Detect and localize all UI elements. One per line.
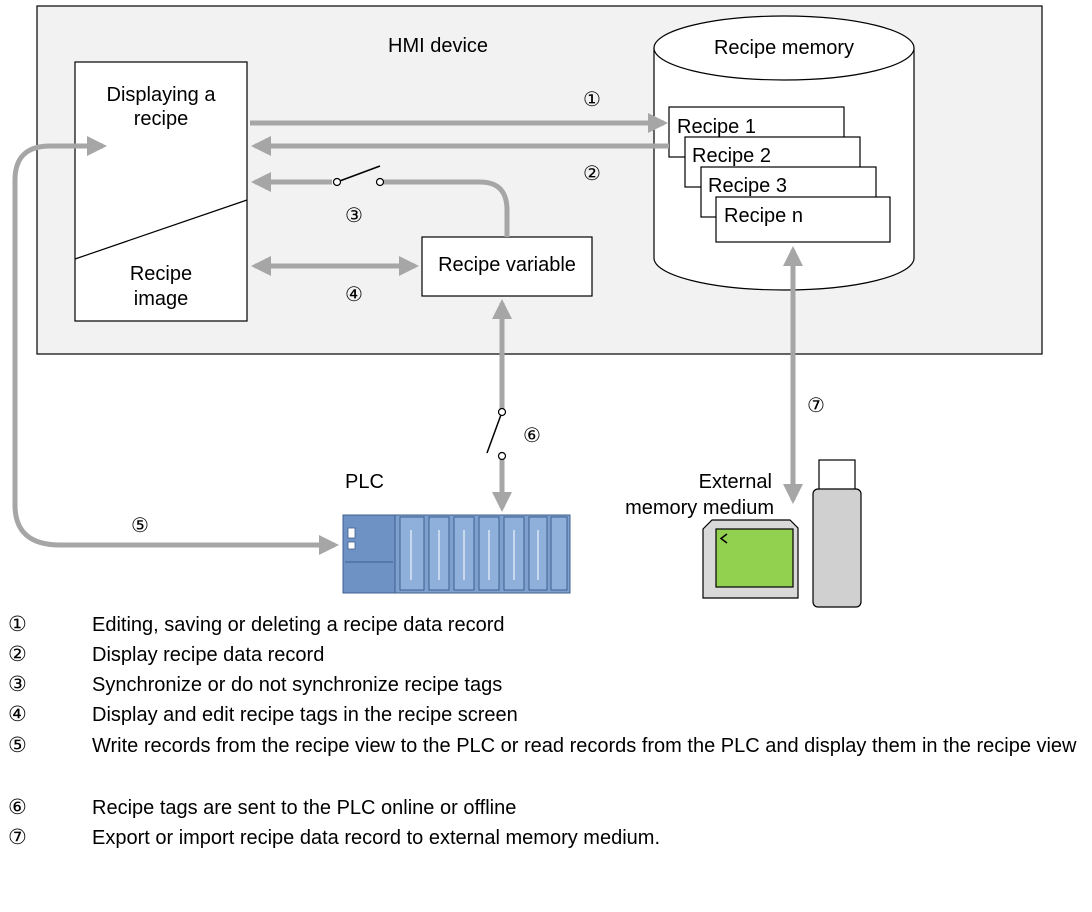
sd-card-icon: [702, 519, 799, 599]
legend-text-6: Recipe tags are sent to the PLC online o…: [92, 797, 517, 819]
recipe-image-line1: Recipe: [130, 263, 192, 285]
plc-icon: [342, 514, 571, 594]
recipe-card-3-label: Recipe 3: [708, 175, 787, 197]
marker-4: ④: [345, 284, 363, 306]
legend-text-2: Display recipe data record: [92, 644, 325, 666]
recipe-variable-box: Recipe variable: [421, 236, 593, 297]
legend-marker-3: ③: [8, 673, 27, 696]
usb-stick-icon: [812, 459, 862, 608]
legend-marker-5: ⑤: [8, 734, 27, 757]
legend-text-3: Synchronize or do not synchronize recipe…: [92, 674, 503, 696]
recipe-diagram: HMI device Displaying a recipe Recipe im…: [12, 5, 1043, 608]
plc-label: PLC: [345, 471, 384, 493]
marker-1: ①: [583, 89, 601, 111]
legend-text-7: Export or import recipe data record to e…: [92, 827, 660, 849]
arrow-5-plc-path: [12, 136, 339, 555]
marker-6: ⑥: [523, 425, 541, 447]
marker-7: ⑦: [807, 395, 825, 417]
recipe-card-n: Recipe n: [715, 196, 891, 243]
legend-marker-1: ①: [8, 613, 27, 636]
legend-marker-2: ②: [8, 643, 27, 666]
legend-text-1: Editing, saving or deleting a recipe dat…: [92, 614, 505, 636]
recipe-memory-label: Recipe memory: [714, 37, 854, 59]
legend-marker-7: ⑦: [8, 826, 27, 849]
arrow-3-sync-path: [251, 172, 510, 237]
marker-2: ②: [583, 163, 601, 185]
recipe-variable-label: Recipe variable: [438, 254, 576, 276]
recipe-display-box: Displaying a recipe Recipe image: [74, 61, 248, 322]
recipe-card-2-label: Recipe 2: [692, 145, 771, 167]
external-memory-line1: External: [699, 471, 772, 493]
marker-3: ③: [345, 205, 363, 227]
recipe-card-n-label: Recipe n: [724, 205, 803, 227]
legend-marker-6: ⑥: [8, 796, 27, 819]
legend-text-4: Display and edit recipe tags in the reci…: [92, 704, 518, 726]
legend-marker-4: ④: [8, 703, 27, 726]
recipe-card-1-label: Recipe 1: [677, 116, 756, 138]
legend-text-5: Write records from the recipe view to th…: [92, 735, 1077, 757]
recipe-image-line2: image: [134, 288, 188, 310]
switch-6: [486, 407, 508, 461]
marker-5: ⑤: [131, 515, 149, 537]
displaying-recipe-line1: Displaying a: [107, 84, 217, 106]
hmi-device-label: HMI device: [388, 35, 488, 57]
switch-3: [332, 165, 385, 188]
external-memory-line2: memory medium: [625, 497, 774, 519]
displaying-recipe-line2: recipe: [134, 108, 188, 130]
